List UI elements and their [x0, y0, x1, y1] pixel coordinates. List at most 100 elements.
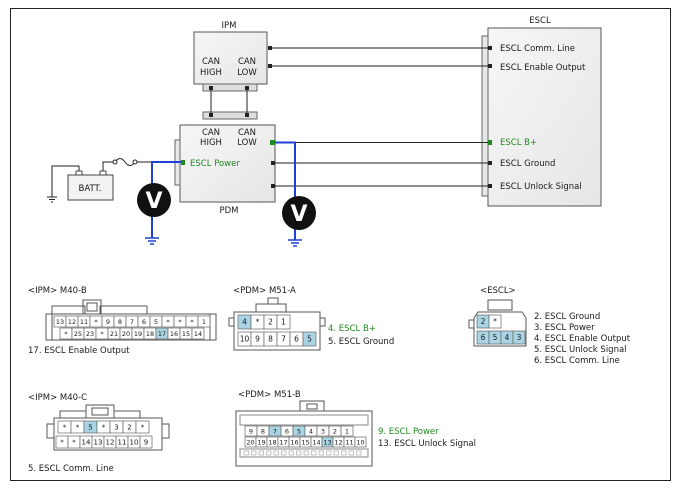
pdm-can-high-label-2: HIGH — [200, 138, 222, 148]
connector-pin-number: 5 — [297, 427, 301, 435]
connector-pin-number: * — [178, 318, 182, 326]
connector-pin-cell — [340, 425, 354, 437]
connector-pin-number: * — [63, 424, 67, 432]
connector-pin-number: 18 — [268, 438, 276, 446]
connector-pin-number: 9 — [106, 318, 110, 326]
connector-pin-number: 3 — [114, 424, 118, 432]
connector-pin-number: 20 — [246, 438, 254, 446]
ipm-m40b-note: 17. ESCL Enable Output — [28, 346, 130, 356]
terminal-strip-slot — [296, 450, 302, 456]
can-bus-block-bottom — [202, 111, 258, 120]
connector-pin-number: 2 — [481, 317, 486, 326]
connector-pin-number: 9 — [255, 335, 260, 344]
voltmeter-1-symbol: V — [145, 189, 162, 214]
escl-conn-note-2: 3. ESCL Power — [534, 323, 595, 333]
escl-pin-b-plus: ESCL B+ — [500, 138, 537, 148]
ipm-can-high-label-2: HIGH — [200, 68, 222, 78]
connector-pin-number: 15 — [182, 330, 190, 338]
connector-pin-number: 1 — [281, 318, 286, 327]
connector-pin-number: 7 — [273, 427, 277, 435]
diagram-border — [10, 8, 671, 481]
connector-pin-number: 19 — [134, 330, 142, 338]
pdm-m51b-note-1: 9. ESCL Power — [378, 427, 439, 437]
ipm-can-low-label: CAN — [238, 57, 256, 67]
pdm-title: PDM — [219, 206, 238, 216]
terminal-strip-slot — [356, 450, 362, 456]
voltmeter-2 — [282, 196, 316, 230]
connector-pin-number: 2 — [333, 427, 337, 435]
connector-pin-number: 13 — [323, 438, 331, 446]
escl-title: ESCL — [529, 16, 551, 26]
pdm-escl-power-label: ESCL Power — [190, 159, 240, 169]
connector-pin-number: 23 — [86, 330, 94, 338]
pdm-can-low-label-2: LOW — [237, 138, 257, 148]
ipm-m40c-title: <IPM> M40-C — [28, 393, 87, 403]
connector-pin-cell — [135, 420, 150, 434]
pdm-m51a-title: <PDM> M51-A — [233, 286, 296, 296]
battery — [67, 174, 114, 201]
escl-side-tab — [481, 35, 489, 197]
connector-pin-number: * — [72, 439, 76, 447]
escl-pin-ground: ESCL Ground — [500, 159, 555, 169]
terminal-strip-slot — [288, 450, 294, 456]
connector-pin-number: * — [94, 318, 98, 326]
terminal-strip-slot — [311, 450, 317, 456]
connector-pin-number: 6 — [142, 318, 146, 326]
connector-pin-cell — [354, 436, 367, 448]
terminal-strip-slot — [251, 450, 257, 456]
connector-pin-number: 16 — [290, 438, 298, 446]
connector-pin-number: 11 — [80, 318, 88, 326]
connector-pin-number: 8 — [261, 427, 265, 435]
connector-pin-number: 6 — [481, 333, 486, 342]
escl-module — [487, 27, 602, 207]
escl-conn-note-5: 6. ESCL Comm. Line — [534, 356, 620, 366]
connector-pin-number: 1 — [202, 318, 206, 326]
connector-pin-number: 12 — [106, 439, 115, 447]
connector-pin-number: 10 — [356, 438, 364, 446]
connector-pin-number: * — [64, 330, 68, 338]
voltmeter-1 — [137, 183, 171, 217]
terminal-strip-slot — [303, 450, 309, 456]
connector-pin-number: 8 — [118, 318, 122, 326]
pdm-pin-escl-power — [181, 160, 185, 165]
connector-pin-number: 17 — [158, 330, 166, 338]
escl-pin-unlock-signal: ESCL Unlock Signal — [500, 182, 582, 192]
connector-pin-cell — [512, 330, 526, 345]
connector-pin-number: 11 — [345, 438, 353, 446]
escl-pin-enable-output: ESCL Enable Output — [500, 63, 586, 73]
connector-pin-number: 10 — [240, 335, 250, 344]
pdm-module — [179, 124, 276, 203]
connector-pin-number: 14 — [194, 330, 202, 338]
escl-pin-comm-line: ESCL Comm. Line — [500, 44, 575, 54]
terminal-strip-slot — [318, 450, 324, 456]
connector-pin-cell — [139, 435, 153, 449]
terminal-strip-slot — [273, 450, 279, 456]
connector-pin-number: * — [256, 318, 260, 327]
connector-pin-number: 21 — [110, 330, 118, 338]
connector-pin-number: 7 — [281, 335, 286, 344]
escl-conn-note-4: 5. ESCL Unlock Signal — [534, 345, 627, 355]
battery-ground-wire — [51, 165, 80, 197]
terminal-strip-slot — [243, 450, 249, 456]
connector-pin-number: 4 — [505, 333, 510, 342]
battery-positive-wire — [102, 161, 115, 171]
connector-pin-number: 6 — [285, 427, 289, 435]
connector-pin-number: 14 — [82, 439, 91, 447]
connector-pin-number: 13 — [94, 439, 103, 447]
connector-pin-number: 5 — [154, 318, 158, 326]
connector-pin-number: 15 — [301, 438, 309, 446]
connector-pin-number: * — [100, 330, 104, 338]
connector-pin-number: 19 — [257, 438, 265, 446]
ipm-pin-comm — [268, 46, 272, 50]
connector-pin-number: 12 — [334, 438, 342, 446]
connector-pin-cell — [276, 314, 291, 330]
connector-pin-number: * — [190, 318, 194, 326]
connector-pin-number: 4 — [309, 427, 313, 435]
ipm-m40c-note: 5. ESCL Comm. Line — [28, 464, 114, 474]
connector-pin-number: 7 — [130, 318, 134, 326]
